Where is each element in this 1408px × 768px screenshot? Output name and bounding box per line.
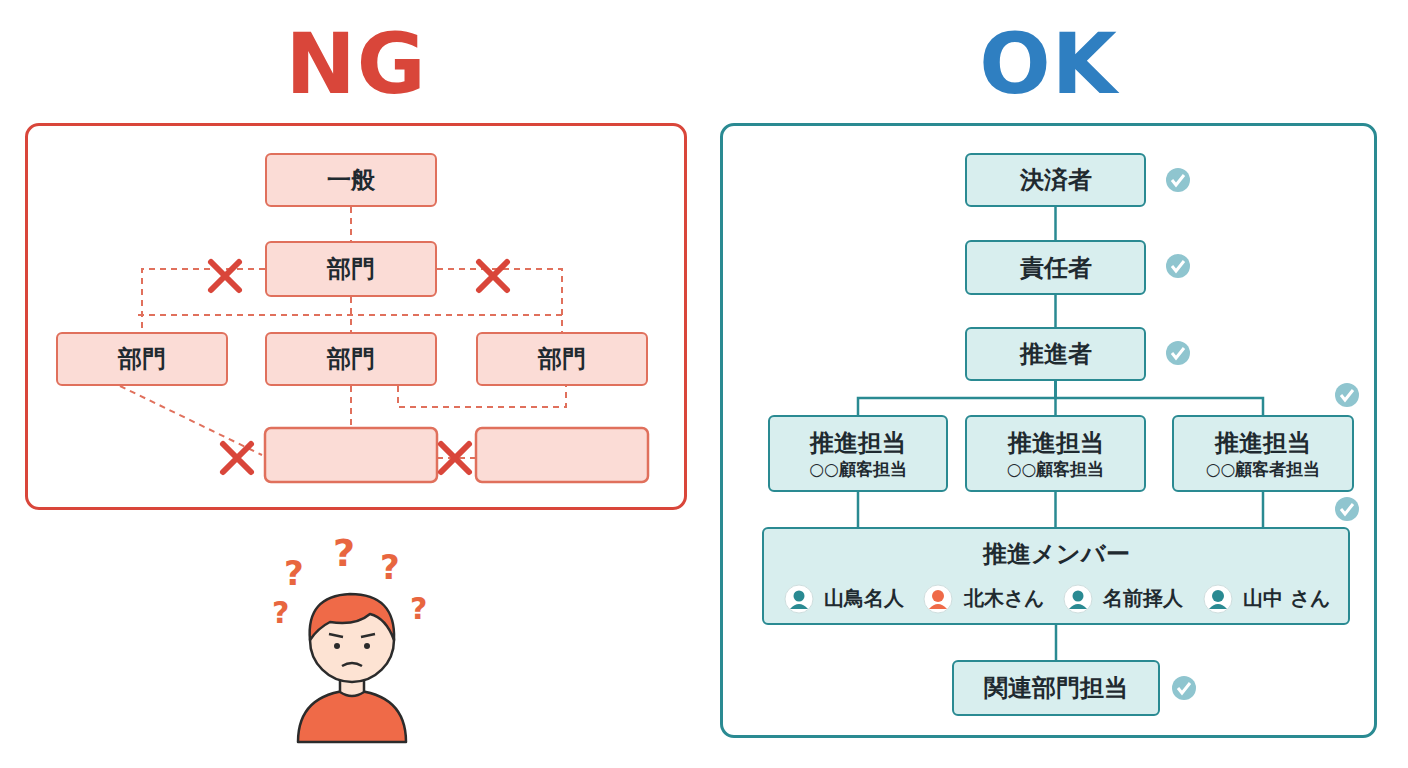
check-icon bbox=[1166, 341, 1190, 365]
cross-mark bbox=[223, 444, 251, 472]
question-mark: ? bbox=[284, 556, 304, 590]
member-name: 山鳥名人 bbox=[824, 585, 904, 611]
role-box: 一般 bbox=[265, 153, 437, 207]
avatar-icon bbox=[1204, 585, 1232, 613]
connector-line bbox=[1262, 492, 1265, 527]
role-subtitle: ○○顧客者担当 bbox=[1206, 458, 1321, 480]
connector-line bbox=[1055, 625, 1058, 660]
role-subtitle: ○○顧客担当 bbox=[809, 458, 907, 480]
role-box: 部門 bbox=[265, 241, 437, 297]
role-title: 部門 bbox=[538, 344, 586, 374]
role-title: 決済者 bbox=[1020, 165, 1092, 195]
empty-box bbox=[265, 428, 437, 482]
role-title: 推進者 bbox=[1020, 339, 1092, 369]
person-body bbox=[298, 690, 406, 742]
role-title: 部門 bbox=[327, 344, 375, 374]
group-panel: OK決済者責任者推進者推進担当○○顧客担当推進担当○○顧客担当推進担当○○顧客者… bbox=[720, 123, 1377, 738]
role-box: 部門 bbox=[56, 332, 228, 386]
cross-mark bbox=[479, 262, 507, 290]
check-icon bbox=[1172, 676, 1196, 700]
member-name: 名前择人 bbox=[1103, 585, 1183, 611]
cross-mark bbox=[211, 262, 239, 290]
connector-line bbox=[1054, 295, 1057, 327]
dashed-line bbox=[138, 314, 566, 316]
role-title: 推進担当 bbox=[810, 428, 906, 458]
role-title: 責任者 bbox=[1020, 253, 1092, 283]
connector-line bbox=[858, 381, 1056, 415]
role-box: 推進メンバー山鳥名人 北木さん 名前择人 山中 さん bbox=[762, 527, 1350, 625]
role-title: 推進担当 bbox=[1215, 428, 1311, 458]
dashed-line bbox=[120, 386, 262, 455]
role-title: 推進メンバー bbox=[983, 539, 1130, 569]
person-hair bbox=[310, 594, 394, 640]
empty-box bbox=[476, 428, 648, 482]
confused-person bbox=[298, 594, 406, 742]
connector-line bbox=[1054, 492, 1057, 527]
role-title: 部門 bbox=[327, 254, 375, 284]
avatar-icon bbox=[924, 585, 952, 613]
role-box: 推進担当○○顧客担当 bbox=[965, 415, 1146, 492]
question-mark: ? bbox=[410, 594, 427, 624]
role-title: 一般 bbox=[327, 165, 375, 195]
role-box: 関連部門担当 bbox=[952, 660, 1160, 716]
question-mark: ? bbox=[380, 550, 400, 584]
dashed-line bbox=[350, 386, 352, 428]
role-title: 関連部門担当 bbox=[984, 673, 1128, 703]
role-box: 部門 bbox=[476, 332, 648, 386]
avatar-icon bbox=[785, 585, 813, 613]
panel-heading: OK bbox=[723, 16, 1374, 112]
member-name: 北木さん bbox=[964, 585, 1044, 611]
role-title: 部門 bbox=[118, 344, 166, 374]
connector-line bbox=[142, 269, 265, 332]
connector-line bbox=[1054, 207, 1057, 240]
connector-line bbox=[857, 492, 860, 527]
member-name: 山中 さん bbox=[1243, 585, 1330, 611]
panel-heading: NG bbox=[28, 16, 684, 112]
check-icon bbox=[1166, 168, 1190, 192]
role-box: 部門 bbox=[265, 332, 437, 386]
role-box: 推進担当○○顧客者担当 bbox=[1172, 415, 1354, 492]
connector-line bbox=[1056, 381, 1264, 415]
role-box: 推進者 bbox=[965, 327, 1146, 381]
role-box: 責任者 bbox=[965, 240, 1146, 295]
cross-mark bbox=[441, 444, 469, 472]
role-box: 決済者 bbox=[965, 153, 1146, 207]
dashed-line bbox=[398, 386, 566, 407]
check-icon bbox=[1166, 254, 1190, 278]
check-icon bbox=[1335, 497, 1359, 521]
avatar-icon bbox=[1064, 585, 1092, 613]
role-title: 推進担当 bbox=[1008, 428, 1104, 458]
check-icon bbox=[1335, 383, 1359, 407]
question-mark: ? bbox=[333, 534, 355, 572]
role-subtitle: ○○顧客担当 bbox=[1007, 458, 1105, 480]
role-box: 推進担当○○顧客担当 bbox=[768, 415, 948, 492]
question-mark: ? bbox=[272, 598, 289, 628]
group-panel: NG一般部門部門部門部門 bbox=[25, 123, 687, 510]
connector-line bbox=[350, 207, 352, 241]
